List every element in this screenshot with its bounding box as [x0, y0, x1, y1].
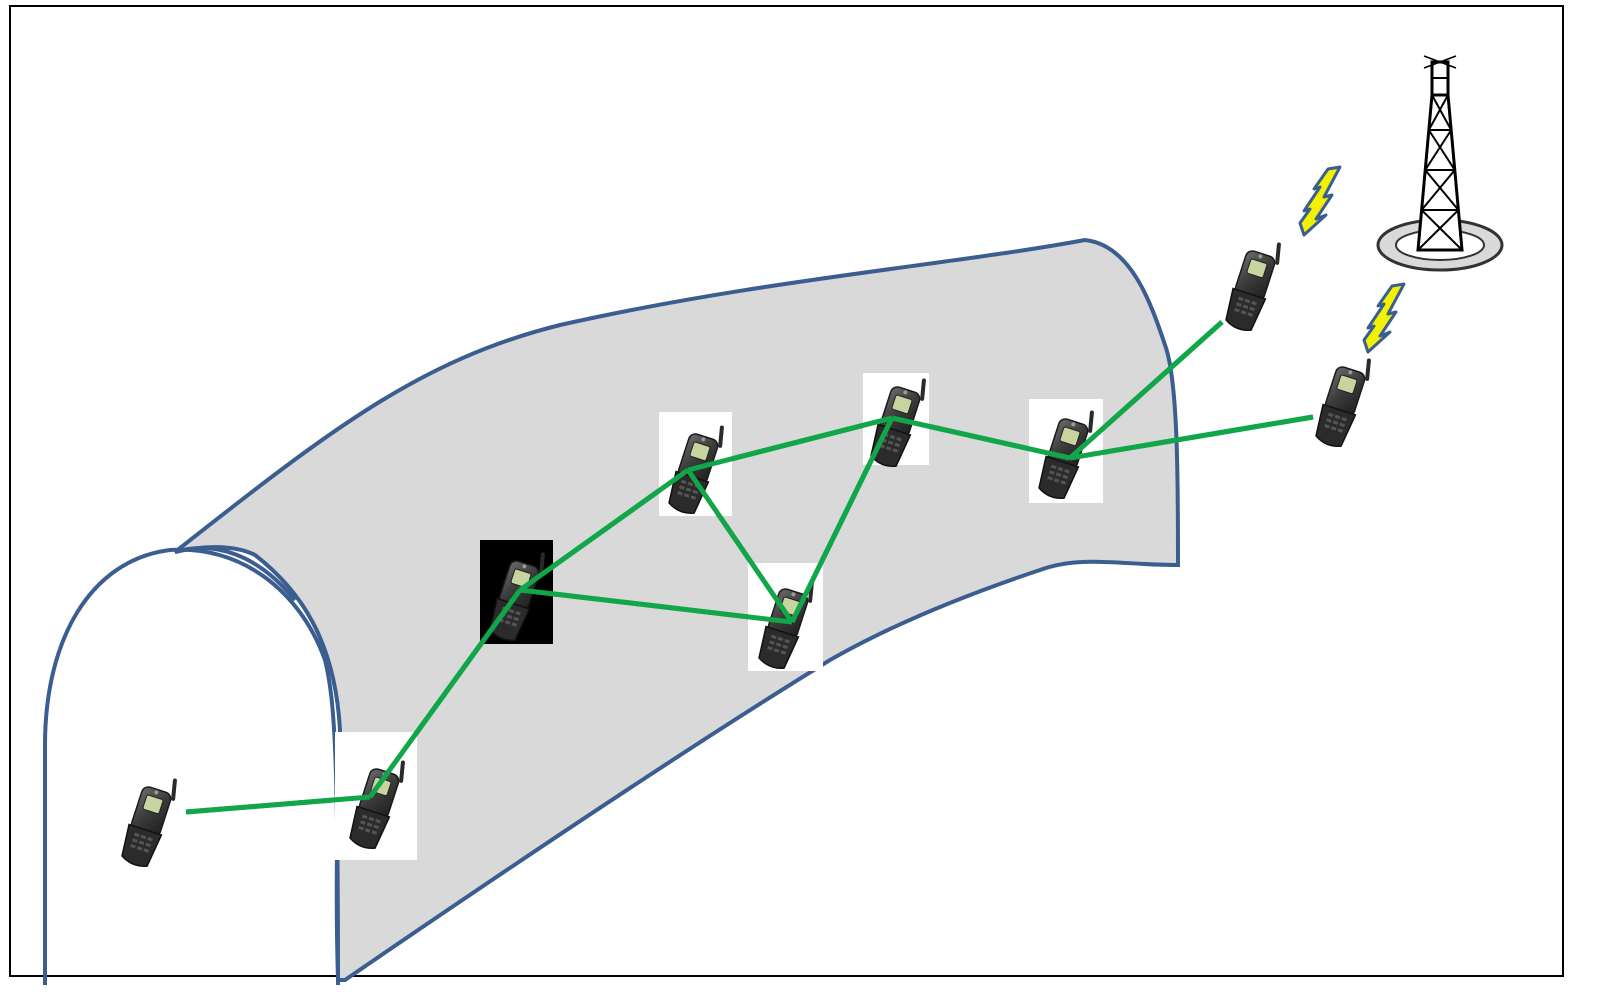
tower-mast: [1416, 93, 1464, 252]
diagram-frame: [9, 5, 1564, 977]
mesh-links-overlay: [185, 320, 1314, 815]
tower-brace: [1420, 169, 1456, 211]
phone-8-node: [1219, 233, 1285, 336]
lightning-bolt-icon: [1362, 282, 1406, 354]
cell-tower-icon: [1376, 55, 1504, 272]
link-overlay-phone-4-phone-5: [685, 468, 795, 624]
mobile-phone-icon: [1309, 349, 1375, 452]
phone-9-node: [1309, 349, 1375, 452]
lightning-bolt-icon: [1298, 165, 1342, 237]
link-overlay-phone-7-phone-9: [1069, 414, 1314, 461]
link-overlay-phone-7-phone-8: [1068, 320, 1224, 460]
tower-brace: [1420, 209, 1463, 251]
wireless-bolts: [1298, 165, 1406, 354]
link-overlay-phone-6-phone-7: [891, 415, 1071, 461]
tunnel-entrance-arch: [43, 547, 340, 986]
tunnel-entrance-rim: [174, 546, 297, 602]
link-overlay-phone-3-phone-4: [518, 467, 690, 593]
phone-4-node: [659, 412, 732, 519]
tower-brace: [1431, 94, 1453, 131]
link-overlay-phone-5-phone-6: [789, 416, 895, 624]
tower-brace: [1424, 129, 1453, 171]
tower-brace: [1417, 209, 1460, 251]
link-overlay-phone-2-phone-3: [367, 588, 523, 799]
tower-brace: [1427, 94, 1449, 131]
link-overlay-phone-4-phone-6: [687, 415, 893, 473]
mobile-phone-icon: [115, 769, 181, 872]
tower-antenna: [1423, 55, 1457, 69]
link-overlay-phone-3-phone-5: [519, 587, 793, 625]
phone-1-node: [115, 769, 181, 872]
mobile-phone-icon: [1219, 233, 1285, 336]
tower-brace: [1424, 169, 1460, 211]
tower-brace: [1427, 129, 1456, 171]
link-overlay-phone-1-phone-2: [185, 794, 371, 815]
